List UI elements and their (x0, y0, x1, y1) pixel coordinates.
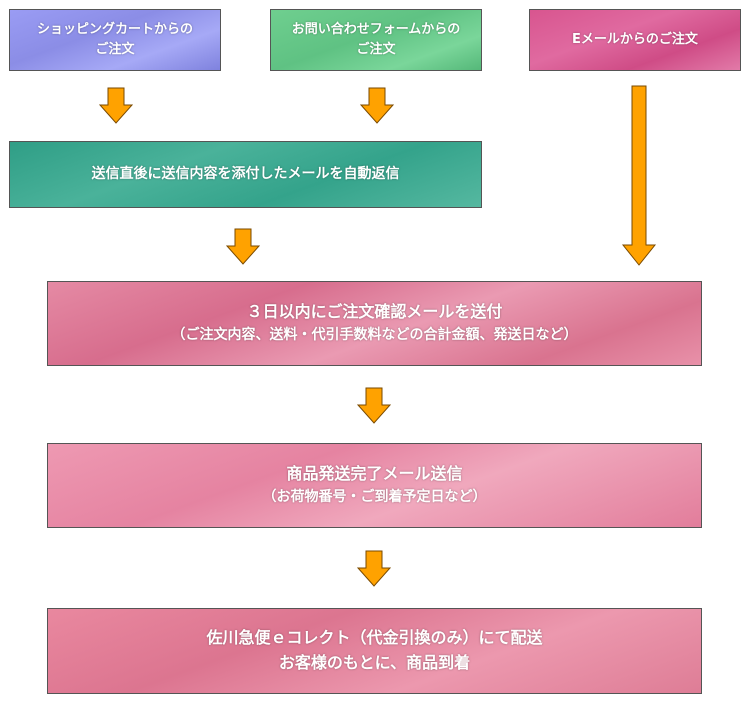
confirmation-mail-line2: （ご注文内容、送料・代引手数料などの合計金額、発送日など） (171, 327, 578, 344)
arrow-down-icon (225, 228, 261, 265)
auto-reply-box: 送信直後に送信内容を添付したメールを自動返信 (9, 141, 482, 208)
arrow-down-long-icon (621, 85, 657, 266)
form-order-box: お問い合わせフォームからの ご注文 (270, 9, 482, 71)
form-order-line1: お問い合わせフォームからの (291, 21, 461, 37)
delivery-line1: 佐川急便ｅコレクト（代金引換のみ）にて配送 (206, 628, 543, 648)
cart-order-line1: ショッピングカートからの (36, 21, 193, 37)
shipping-complete-line1: 商品発送完了メール送信 (286, 464, 463, 484)
email-order-box: Eメールからのご注文 (529, 9, 741, 71)
delivery-line2: お客様のもとに、商品到着 (278, 653, 471, 672)
shipping-complete-line2: （お荷物番号・ご到着予定日など） (262, 489, 487, 506)
delivery-box: 佐川急便ｅコレクト（代金引換のみ）にて配送 お客様のもとに、商品到着 (47, 608, 702, 694)
confirmation-mail-box: ３日以内にご注文確認メールを送付 （ご注文内容、送料・代引手数料などの合計金額、… (47, 281, 702, 366)
cart-order-line2: ご注文 (95, 42, 135, 57)
arrow-down-icon (98, 87, 134, 124)
arrow-down-icon (359, 87, 395, 124)
cart-order-box: ショッピングカートからの ご注文 (9, 9, 221, 71)
form-order-line2: ご注文 (356, 42, 396, 57)
arrow-down-icon (356, 387, 392, 424)
auto-reply-line1: 送信直後に送信内容を添付したメールを自動返信 (91, 165, 400, 182)
email-order-line1: Eメールからのご注文 (572, 31, 698, 47)
shipping-complete-box: 商品発送完了メール送信 （お荷物番号・ご到着予定日など） (47, 443, 702, 528)
arrow-down-icon (356, 550, 392, 587)
confirmation-mail-line1: ３日以内にご注文確認メールを送付 (246, 302, 503, 322)
